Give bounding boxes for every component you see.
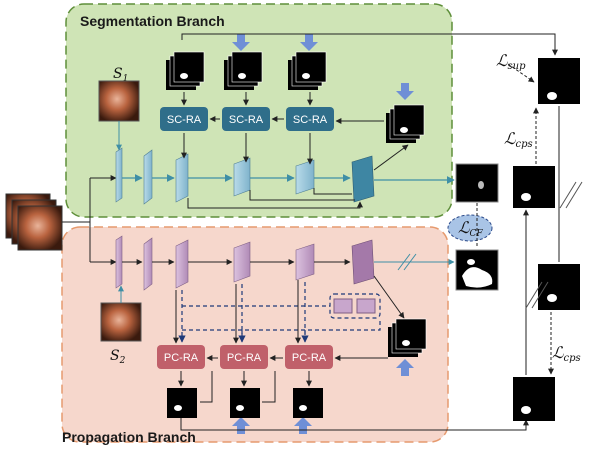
pc-ra-modules: PC-RA PC-RA PC-RA: [157, 345, 333, 369]
seg-memory-stacks: [166, 51, 425, 143]
svg-text:SC-RA: SC-RA: [167, 114, 202, 126]
feature-pair-box: [333, 298, 376, 314]
propagation-flow-arrows: [122, 253, 455, 271]
prop-memory-stack: [388, 318, 427, 357]
prop-output-masks: [167, 388, 323, 418]
seg-prediction: [455, 163, 499, 203]
svg-text:PC-RA: PC-RA: [227, 352, 262, 364]
propagation-encoder: [115, 235, 375, 291]
sc-ra-module-3: [286, 107, 334, 131]
loss-sup: ℒsup: [496, 51, 526, 72]
input-connectors: [62, 121, 124, 303]
s1-label: S1: [113, 66, 128, 84]
sc-ra-module-2: [222, 107, 270, 131]
s2-image: [100, 302, 142, 342]
memory-update-arrows: [232, 34, 414, 434]
s1-image: [98, 80, 140, 122]
s2-label: S2: [110, 348, 126, 366]
prop-prediction: [455, 249, 499, 291]
pc-ra-connectors: [173, 275, 529, 431]
right-masks: [513, 58, 580, 421]
pc-ra-module-2: [220, 345, 268, 369]
cross-branch-dashed-links: [178, 282, 381, 343]
propagation-branch-title: Propagation Branch: [62, 429, 196, 445]
loss-cps-top: ℒcps: [504, 129, 533, 150]
sc-ra-connectors: [181, 33, 558, 209]
sc-ra-modules: SC-RA SC-RA SC-RA: [160, 107, 334, 131]
propagation-branch-panel: [61, 226, 449, 443]
loss-cps-bottom: ℒcps: [552, 343, 581, 364]
pc-ra-module-1: [157, 345, 205, 369]
segmentation-flow-arrows: [122, 174, 455, 184]
svg-text:SC-RA: SC-RA: [293, 114, 328, 126]
input-frame-stack: [5, 193, 63, 251]
segmentation-encoder: [115, 147, 375, 205]
pc-ra-module-3: [285, 345, 333, 369]
svg-text:PC-RA: PC-RA: [164, 352, 199, 364]
svg-text:PC-RA: PC-RA: [292, 352, 327, 364]
sc-ra-module-1: [160, 107, 208, 131]
svg-text:SC-RA: SC-RA: [229, 114, 264, 126]
svg-text:ℒCF: ℒCF: [458, 218, 483, 239]
loss-cf: ℒCF: [447, 214, 493, 242]
segmentation-branch-title: Segmentation Branch: [80, 13, 225, 29]
right-connectors: [507, 63, 583, 375]
